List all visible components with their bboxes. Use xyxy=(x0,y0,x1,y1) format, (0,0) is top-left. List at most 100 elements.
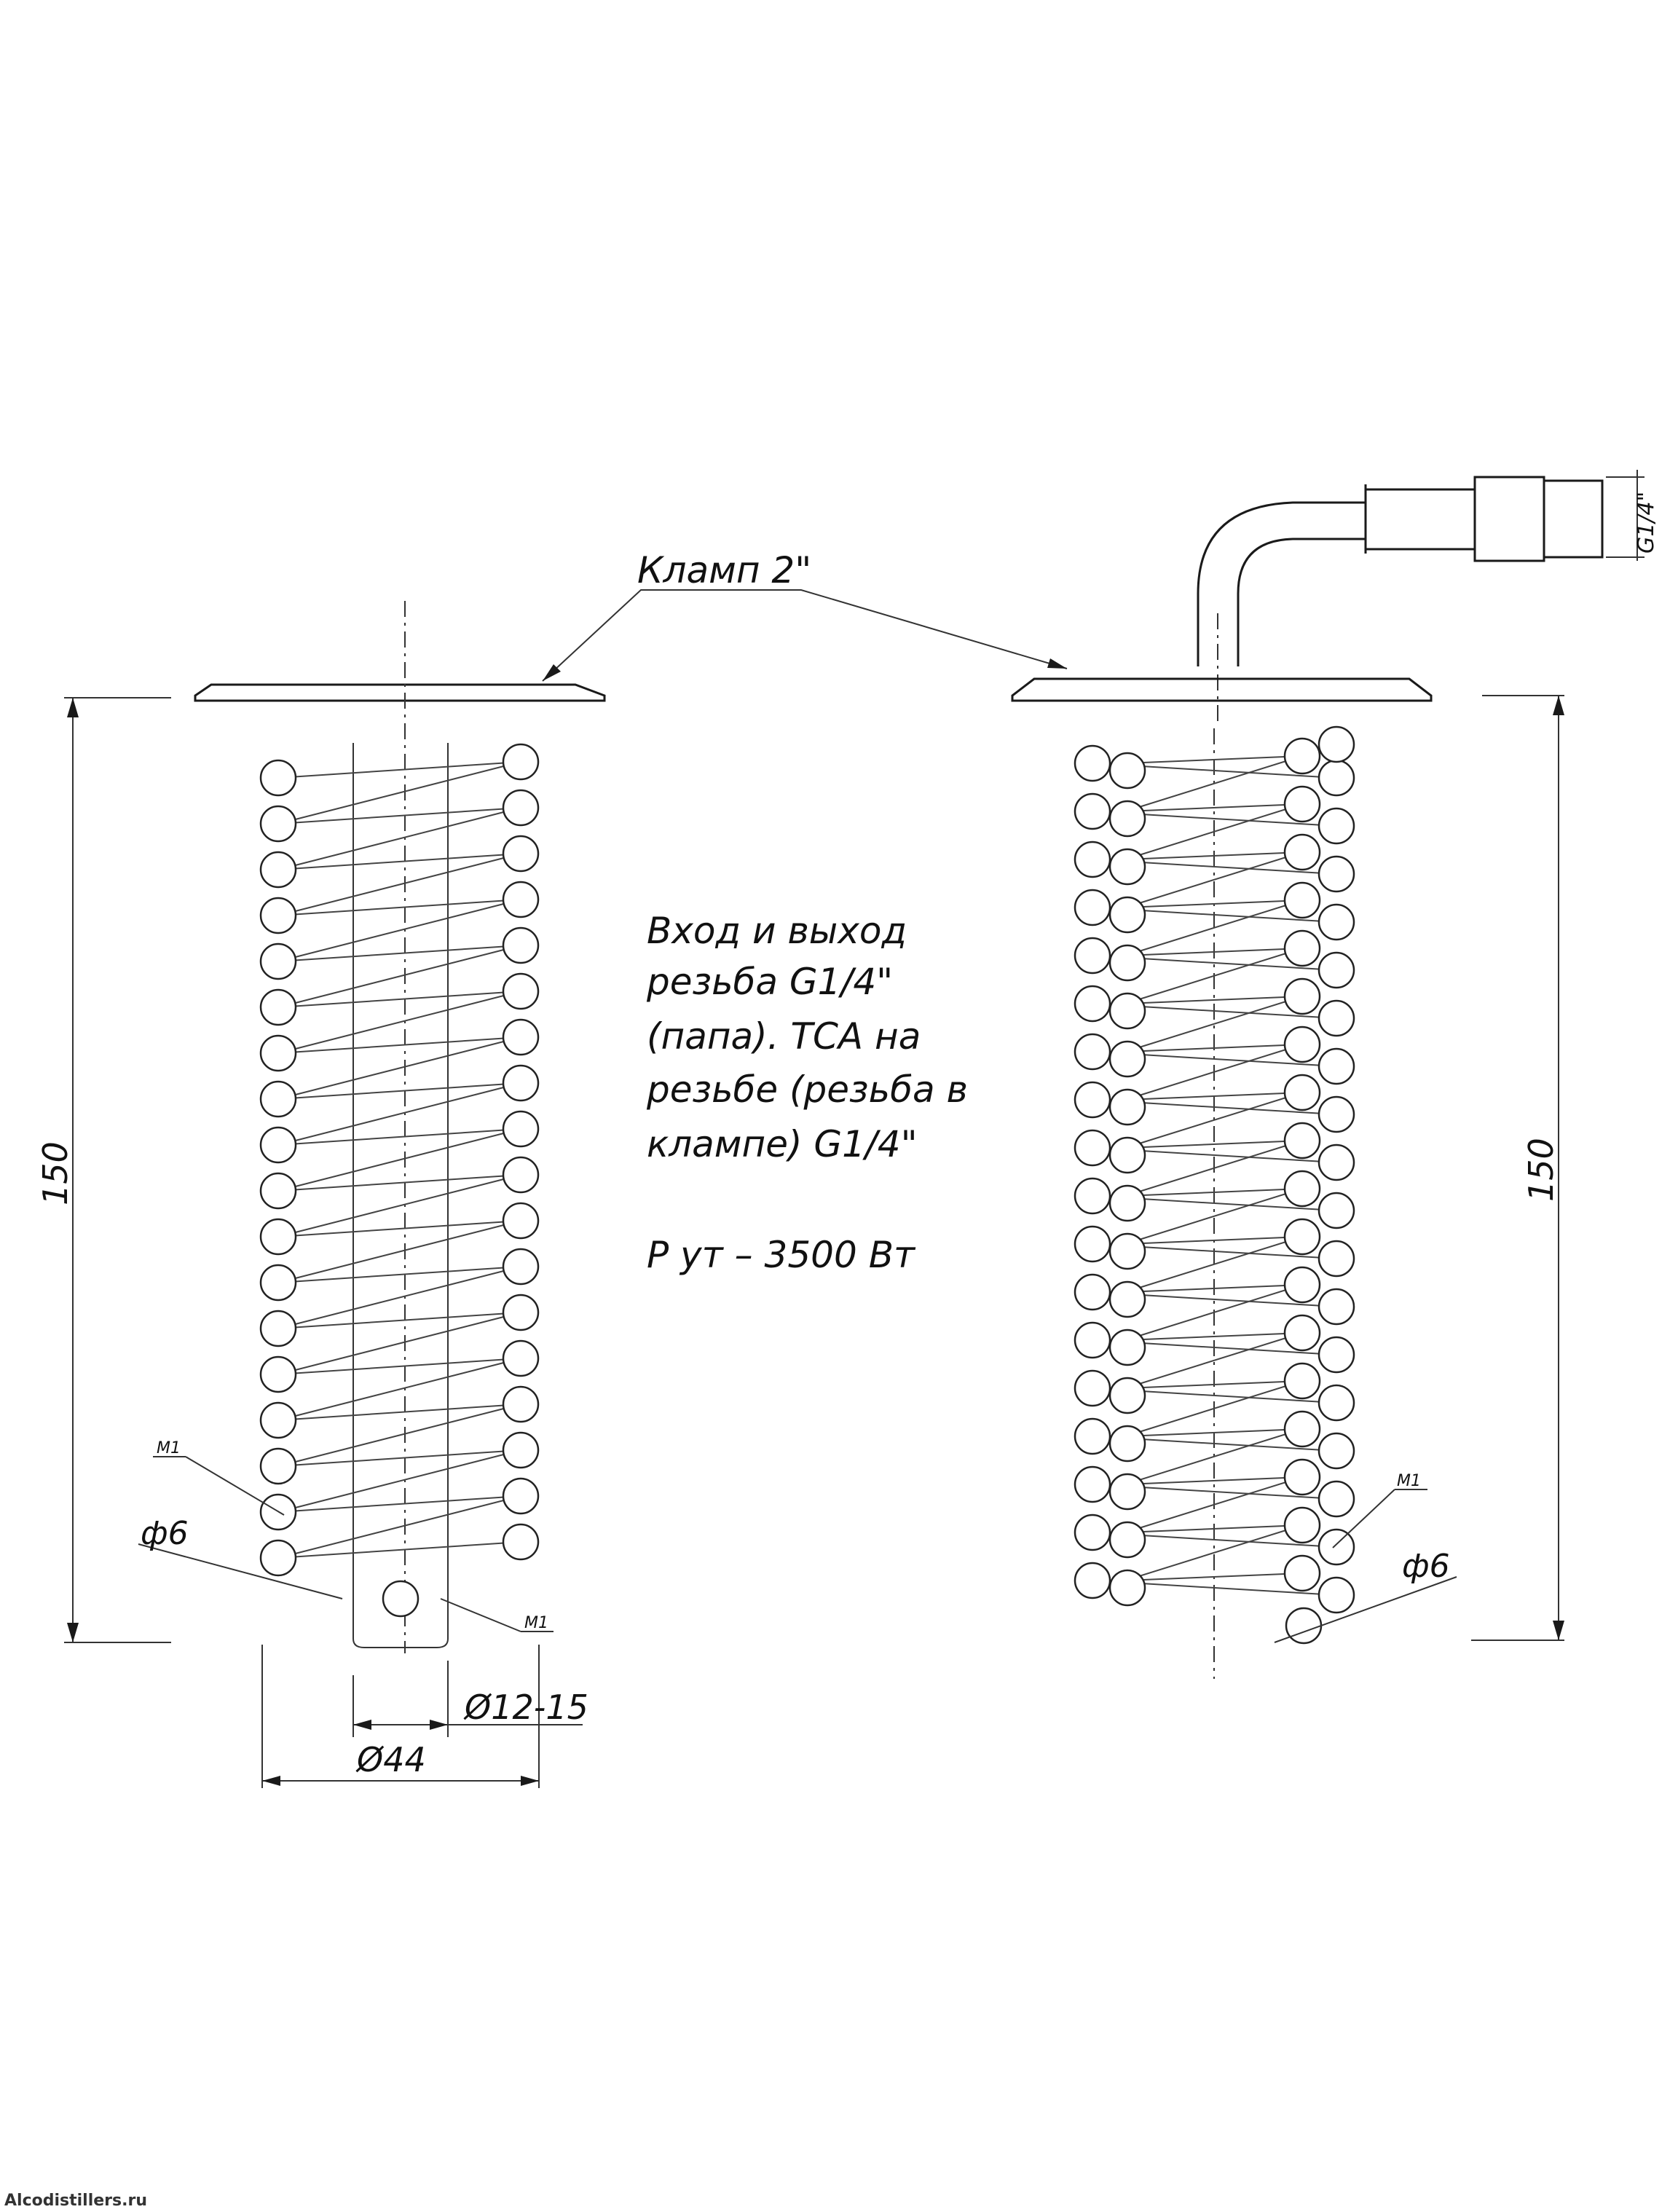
right-coil-turn xyxy=(1283,1554,1321,1592)
left-coil-turn xyxy=(259,897,297,934)
left-coil-turn xyxy=(502,1248,540,1286)
left-coil-wire xyxy=(277,1082,521,1100)
left-coil-turn xyxy=(502,1431,540,1469)
left-coil-turn xyxy=(259,1126,297,1164)
left-coil-wire xyxy=(277,761,521,779)
right-height-label: 150 xyxy=(1521,1138,1561,1202)
right-coil-turn xyxy=(1317,903,1355,941)
right-coil-turn xyxy=(1074,1321,1111,1359)
right-coil-wire xyxy=(1124,1092,1303,1149)
left-coil-wire xyxy=(277,1358,521,1375)
right-coil-turn xyxy=(1283,929,1321,967)
right-coil-turn xyxy=(1108,1473,1146,1511)
left-view: 150 Ø12-15 Ø44 M1 ф6 M1 Кламп 2" xyxy=(36,549,1068,1788)
left-height-label: 150 xyxy=(36,1141,75,1205)
right-coil-turn xyxy=(1283,1458,1321,1496)
right-coil-turn xyxy=(1074,1225,1111,1263)
right-coil-wire xyxy=(1124,803,1303,812)
left-m1-top-leader xyxy=(185,1456,285,1516)
right-coil-turn xyxy=(1283,1170,1321,1208)
right-dim-arrow-top xyxy=(1553,696,1564,715)
left-coil-turn xyxy=(502,1018,540,1056)
left-coil-zigzag xyxy=(277,761,521,1559)
left-phi6-label: ф6 xyxy=(141,1515,189,1552)
right-coil-turn xyxy=(1074,1129,1111,1167)
right-coil-turn xyxy=(1283,833,1321,871)
left-coil-turn xyxy=(502,1294,540,1331)
right-coil-turn xyxy=(1074,889,1111,926)
right-coil-turn xyxy=(1317,725,1355,763)
left-coil-turn xyxy=(502,881,540,918)
left-coil-wire xyxy=(277,761,521,824)
dim-arrow-12-right xyxy=(430,1720,448,1730)
dim-arrow-44-left xyxy=(262,1776,280,1786)
note-line-1: Вход и выход xyxy=(647,910,907,952)
right-coil-wire xyxy=(1124,1236,1303,1245)
right-phi6-leader xyxy=(1274,1576,1457,1643)
left-coil-wire xyxy=(277,1036,521,1100)
clamp-label: Кламп 2" xyxy=(637,549,811,591)
left-m1-top-label: M1 xyxy=(157,1439,181,1457)
left-coil-turn xyxy=(502,789,540,827)
left-coil-wire xyxy=(277,1541,521,1559)
left-coil-turn xyxy=(502,1477,540,1515)
left-coil-wire xyxy=(277,1174,521,1237)
right-coil-turn xyxy=(1074,1273,1111,1311)
left-coil-wire xyxy=(277,1082,521,1146)
right-coil-turn xyxy=(1074,792,1111,830)
right-coil-turn xyxy=(1108,1136,1146,1174)
right-coil-turn xyxy=(1074,1369,1111,1407)
left-coil-wire xyxy=(277,1312,521,1329)
right-coil-turn xyxy=(1317,1047,1355,1085)
right-coil-turn xyxy=(1283,1122,1321,1160)
right-coil-turn xyxy=(1074,985,1111,1023)
left-coil-turn xyxy=(259,1172,297,1210)
left-coil-turn xyxy=(259,942,297,980)
left-coil-turn xyxy=(502,972,540,1010)
note-line-3: (папа). ТСА на xyxy=(647,1015,921,1058)
left-coil-turn xyxy=(502,1523,540,1561)
right-coil-wire xyxy=(1124,1284,1303,1341)
right-m1-leader xyxy=(1332,1489,1395,1548)
right-coil-turn xyxy=(1074,1033,1111,1071)
left-coil-turn xyxy=(259,1401,297,1439)
left-coil-wire xyxy=(277,1495,521,1513)
right-coil-wire xyxy=(1124,1188,1303,1197)
left-coil-turn xyxy=(502,743,540,781)
right-coil-turn xyxy=(1317,999,1355,1037)
right-coil-turn xyxy=(1317,807,1355,845)
left-coil-turn xyxy=(259,1218,297,1256)
right-coil-turn xyxy=(1074,1081,1111,1119)
left-coil-turn xyxy=(259,805,297,843)
right-coil-wire xyxy=(1124,1476,1303,1533)
left-clamp-flange xyxy=(194,683,606,702)
right-coil-turn xyxy=(1317,1144,1355,1181)
right-coil-turn xyxy=(1074,937,1111,975)
left-coil-wire xyxy=(277,991,521,1054)
outlet-thread xyxy=(1543,479,1604,559)
right-coil-turn xyxy=(1283,1074,1321,1111)
left-coil-turn xyxy=(502,1110,540,1148)
left-phi6-leader xyxy=(138,1543,343,1599)
right-coil-wire xyxy=(1124,1188,1303,1245)
left-coil-wire xyxy=(277,1220,521,1283)
right-coil-turn xyxy=(1108,1329,1146,1366)
right-coil-wire xyxy=(1124,1380,1303,1437)
left-coil-wire xyxy=(277,1128,521,1192)
left-coil-wire xyxy=(277,1449,521,1513)
right-coil-turn xyxy=(1074,1514,1111,1551)
right-coil-wire xyxy=(1124,1236,1303,1293)
right-coil-turn xyxy=(1108,848,1146,886)
left-m1-bottom-leader xyxy=(440,1598,521,1632)
right-dim-arrow-bottom xyxy=(1553,1621,1564,1640)
right-coil-turn xyxy=(1317,1095,1355,1133)
right-coil-turn xyxy=(1317,1288,1355,1326)
outlet-pipe-outer xyxy=(1197,501,1366,666)
left-coil-turn xyxy=(259,1310,297,1347)
right-coil-turn xyxy=(1074,744,1111,782)
right-coil-turn xyxy=(1108,752,1146,790)
left-coil-turn xyxy=(259,1355,297,1393)
right-m1-label: M1 xyxy=(1397,1472,1421,1490)
right-coil-turn xyxy=(1108,1040,1146,1078)
right-coil-turn xyxy=(1108,1088,1146,1126)
